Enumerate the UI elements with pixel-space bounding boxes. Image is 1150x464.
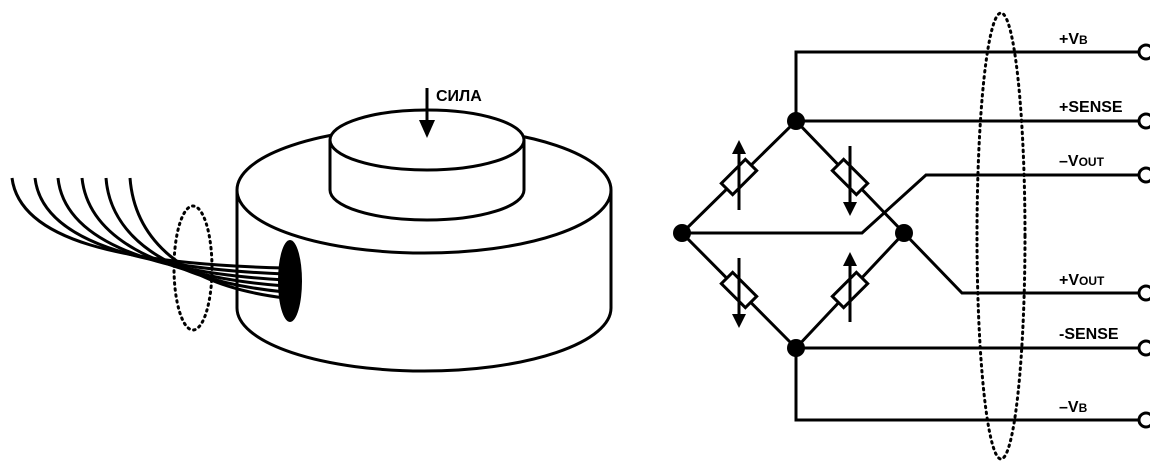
- strain-arrows: [732, 140, 857, 328]
- label-sense-minus: -SENSE: [1059, 326, 1119, 343]
- force-arrow: [419, 88, 435, 138]
- load-cell: [235, 108, 613, 373]
- label-vout-minus: –VOUT: [1059, 153, 1105, 170]
- output-terminals: [1137, 43, 1150, 429]
- label-sense-plus: +SENSE: [1059, 99, 1123, 116]
- cable-shield-marker: [172, 204, 214, 332]
- terminal-sense-plus: [1137, 112, 1150, 130]
- bridge-shield-marker: [975, 11, 1027, 461]
- terminal-vb-minus: [1137, 411, 1150, 429]
- bridge-nodes: [673, 112, 913, 357]
- label-vb-minus: –VB: [1059, 399, 1088, 416]
- terminal-sense-minus: [1137, 339, 1150, 357]
- force-label: СИЛА: [436, 88, 482, 105]
- terminal-vb-plus: [1137, 43, 1150, 61]
- label-vb-plus: +VB: [1059, 31, 1088, 48]
- terminal-vout-plus: [1137, 284, 1150, 302]
- cable-entry: [278, 240, 302, 322]
- terminal-vout-minus: [1137, 166, 1150, 184]
- label-vout-plus: +VOUT: [1059, 272, 1105, 289]
- cable-wires: [10, 177, 286, 300]
- terminal-labels: +VB +SENSE –VOUT +VOUT -SENSE –VB: [1059, 31, 1123, 416]
